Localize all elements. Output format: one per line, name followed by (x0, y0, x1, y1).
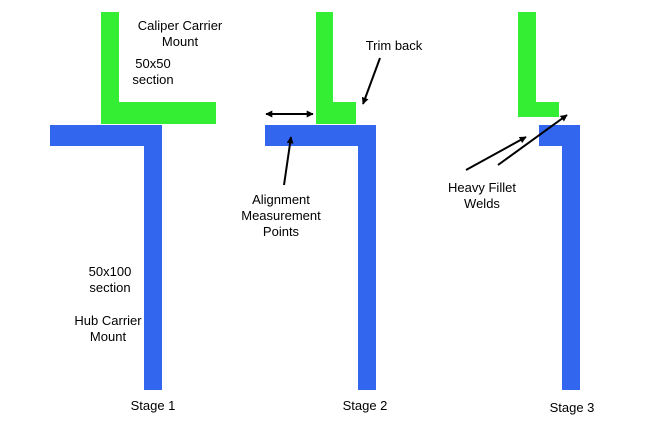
fillet-weld-label: Heavy Fillet Welds (448, 180, 516, 211)
stage1-label: Stage 1 (130, 398, 176, 413)
stage1-caliper-mount-green (101, 12, 216, 124)
stage2-hub-mount-blue (265, 125, 376, 390)
stage1-assembly (50, 12, 216, 390)
fillet-weld-arrow-1 (465, 136, 527, 171)
stage3-label: Stage 3 (549, 400, 595, 415)
section-50x50-label: 50x50 section (132, 56, 174, 87)
hub-mount-label: Hub Carrier Mount (74, 313, 142, 344)
stage3-hub-mount-blue (539, 125, 580, 390)
trim-back-label: Trim back (365, 38, 423, 53)
fillet-weld-arrow-2 (497, 114, 568, 166)
trim-back-arrow (361, 57, 381, 105)
stage3-assembly (465, 12, 580, 390)
stage3-caliper-mount-green (518, 12, 559, 117)
section-50x100-label: 50x100 section (88, 264, 132, 295)
stage2-caliper-mount-green (316, 12, 356, 124)
stage2-assembly (265, 12, 381, 390)
alignment-label: Alignment Measurement Points (241, 192, 321, 239)
stage1-hub-mount-blue (50, 125, 162, 390)
stage2-label: Stage 2 (342, 398, 388, 413)
caliper-mount-label: Caliper Carrier Mount (137, 18, 223, 49)
alignment-pointer-arrow (283, 136, 294, 186)
